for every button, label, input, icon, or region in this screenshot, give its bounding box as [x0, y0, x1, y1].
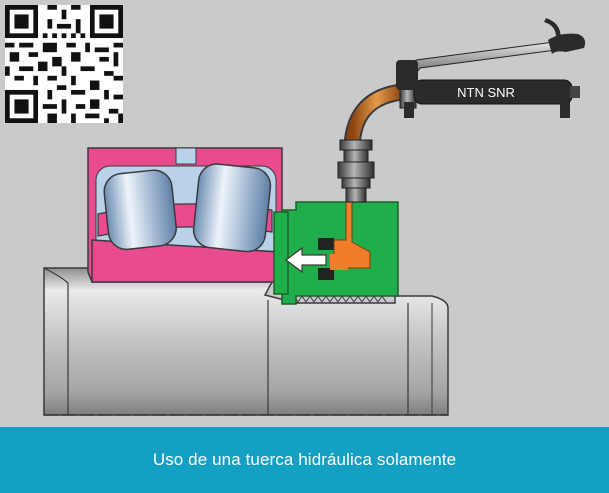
- qr-code-icon: [5, 5, 123, 123]
- bearing-lube-groove: [175, 147, 197, 165]
- push-arrow-icon: [285, 246, 327, 274]
- hydraulic-nut: [273, 201, 399, 305]
- bearing-roller: [103, 169, 177, 251]
- nut-seal: [318, 238, 334, 250]
- qr-code-svg: [5, 5, 123, 123]
- pump-foot: [560, 102, 570, 118]
- hand-pump: NTN SNR: [396, 18, 586, 118]
- illustration-svg: NTN SNR: [43, 18, 586, 416]
- pump-foot: [404, 102, 414, 118]
- spherical-roller-bearing: [87, 147, 283, 283]
- shaft: [43, 267, 449, 416]
- caption-bar: Uso de una tuerca hidráulica solamente: [0, 427, 609, 493]
- hydraulic-nut-illustration: NTN SNR: [0, 0, 609, 427]
- pump-handle: [399, 41, 557, 83]
- nut-seal: [318, 268, 334, 280]
- pump-brand-label: NTN SNR: [457, 85, 515, 100]
- shaft-thread: [281, 295, 387, 303]
- bearing-roller: [192, 163, 272, 253]
- nut-piston: [273, 211, 289, 295]
- pump-lever-block: [396, 60, 418, 90]
- rotate-arrow-icon: [544, 18, 566, 52]
- caption-text: Uso de una tuerca hidráulica solamente: [152, 450, 457, 469]
- hose-fitting: [339, 139, 373, 151]
- hydraulic-hose: [337, 83, 404, 203]
